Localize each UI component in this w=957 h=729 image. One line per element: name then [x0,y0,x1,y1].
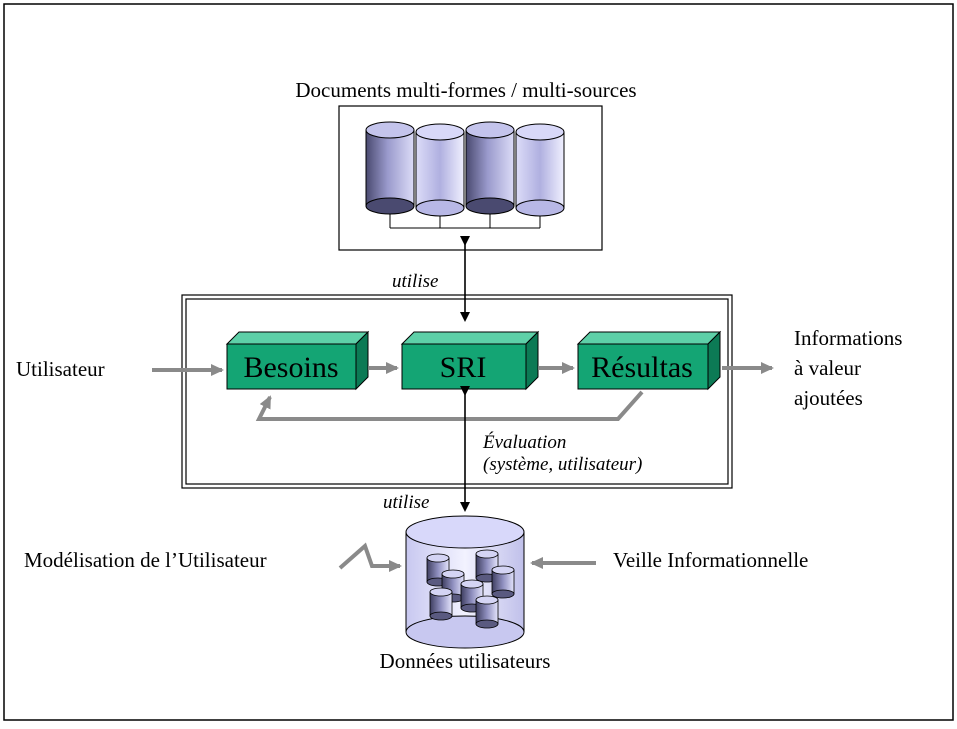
database-icon [465,121,515,215]
process-frame-outer [181,294,733,489]
output-line-3: ajoutées [794,386,863,410]
database-icon [475,595,499,629]
evaluation-line-1: Évaluation [482,431,566,453]
database-icon [491,565,515,599]
database-icon [415,123,465,217]
system-label: SRI [440,351,487,384]
database-cylinders [365,121,565,217]
watch-label: Veille Informationnelle [613,548,808,572]
output-line-1: Informations [794,326,902,350]
needs-label: Besoins [243,351,338,384]
output-line-2: à valeur [794,356,861,380]
results-label: Résultas [591,351,693,384]
system-box: SRI [400,330,540,391]
modeling-label: Modélisation de l’Utilisateur [24,548,267,572]
database-icon [515,123,565,217]
needs-box: Besoins [225,330,370,391]
evaluation-line-2: (système, utilisateur) [483,454,642,475]
flow-arrows [152,362,774,421]
process-frame-inner [185,298,729,485]
results-box: Résultas [576,330,722,391]
side-arrows [338,542,596,572]
uses-bottom-label: utilise [383,492,429,513]
database-icon [429,587,453,621]
mini-database-cluster [426,549,515,629]
feedback-arrow [255,390,644,421]
bottom-title: Données utilisateurs [380,649,551,673]
top-title: Documents multi-formes / multi-sources [295,78,636,102]
database-icon [365,121,415,215]
input-label: Utilisateur [16,357,105,381]
modeling-arrow [338,542,402,572]
uses-top-label: utilise [392,271,438,292]
